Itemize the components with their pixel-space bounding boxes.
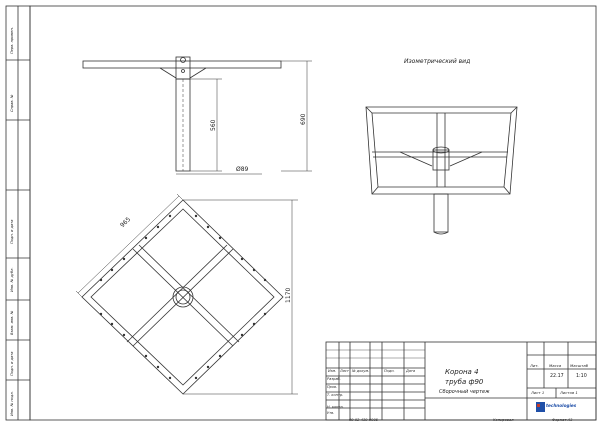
logo-text: technologies — [546, 403, 577, 408]
drawing-title-line2: труба ф90 — [445, 378, 484, 386]
row-label-norm-control: Н. контр. — [327, 405, 344, 409]
copied-label: Копировал — [493, 418, 514, 422]
side-strip-label: Инв. № подл. — [10, 391, 14, 416]
side-strip-label: Перв. примен. — [10, 27, 14, 54]
isometric-view-label: Изометрический вид — [404, 58, 471, 65]
scale-header: Масштаб — [570, 363, 589, 368]
row-label-approved: Утв. — [327, 411, 335, 415]
document-number: 09-02-439-0005 — [349, 418, 379, 422]
col-header-date: Дата — [406, 369, 416, 373]
company-logo — [536, 402, 545, 412]
row-label-tech-control: Т. контр. — [327, 393, 344, 397]
side-strip-label: Справ. № — [10, 94, 14, 112]
sheet-number: Лист 1 — [531, 390, 545, 395]
col-header-sign: Подп. — [384, 369, 395, 373]
mass-header: Масса — [549, 363, 562, 368]
side-strip-label: Инв. № дубл. — [10, 267, 14, 292]
dimension-560: 560 — [210, 119, 217, 131]
front-view — [82, 56, 312, 175]
dimension-1170: 1170 — [285, 287, 292, 303]
side-strip-label: Взам. инв. № — [10, 310, 14, 335]
side-strip-label: Подп. и дата — [10, 351, 14, 376]
dimension-pipe-diameter: Ø89 — [236, 166, 249, 173]
format-label: Формат A3 — [552, 418, 573, 422]
drawing-subtitle: Сборочный чертеж — [439, 389, 490, 395]
row-label-checked: Пров. — [327, 385, 338, 389]
top-view — [75, 193, 298, 395]
dimension-690: 690 — [300, 113, 307, 125]
title-block — [325, 341, 597, 421]
row-label-developed: Разраб. — [327, 377, 341, 381]
lit-header: Лит. — [530, 363, 539, 368]
mass-value: 22.17 — [550, 374, 564, 379]
side-strip-label: Подп. и дата — [10, 219, 14, 244]
col-header-doc: № докум. — [352, 369, 370, 373]
sheets-total: Листов 1 — [560, 390, 578, 395]
scale-value: 1:10 — [576, 374, 587, 379]
isometric-view — [365, 106, 518, 235]
col-header-sheet: Лист — [340, 369, 349, 373]
drawing-title-line1: Корона 4 — [445, 368, 479, 376]
col-header-change: Изм. — [328, 369, 337, 373]
